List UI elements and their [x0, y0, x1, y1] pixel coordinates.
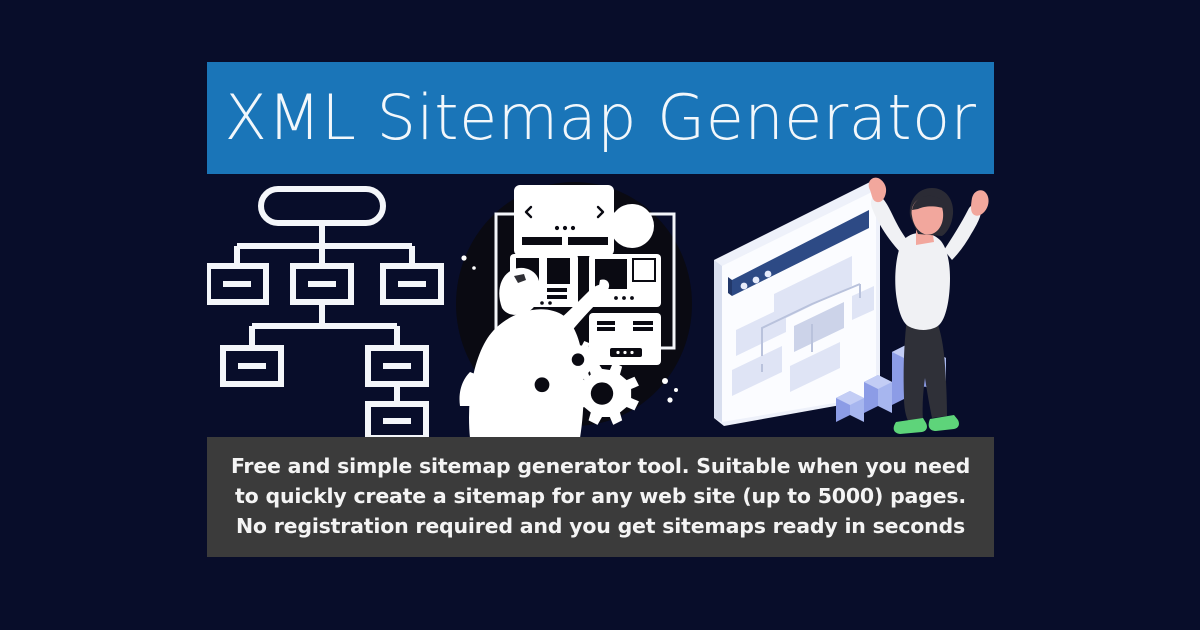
flowchart-node-e: [790, 342, 840, 392]
browser-dot-2: [752, 276, 760, 284]
tree-node-l4-1: [365, 401, 429, 438]
person-arm-right: [944, 203, 982, 260]
gear-icon-group: [461, 255, 678, 425]
gear-sparkle-3: [667, 397, 673, 403]
person-arm-left: [870, 195, 914, 254]
person-cheering: [868, 177, 989, 434]
gear-icon-left: [523, 364, 565, 407]
browser-dot-1: [740, 282, 748, 290]
person-trousers: [903, 316, 947, 422]
browser-flowchart: [732, 256, 874, 396]
tree-node-l2-1: [207, 263, 269, 305]
isometric-browser-with-celebrating-person: [704, 176, 994, 438]
person-fringe: [912, 195, 946, 210]
flowchart-node-d: [732, 346, 782, 396]
tree-root-node: [258, 186, 386, 226]
description-panel: Free and simple sitemap generator tool. …: [207, 437, 994, 557]
wireframe-card-top: [514, 185, 614, 256]
person-shoe-right: [928, 415, 959, 431]
person-hand-left: [868, 177, 887, 203]
wireframe-avatar-circle: [610, 204, 654, 248]
bar-3-side: [892, 345, 906, 405]
gear-sparkle-5: [472, 266, 476, 270]
flowchart-node-b: [794, 302, 844, 352]
wireframe-card-bottom: [589, 313, 661, 365]
tree-node-l3-1: [220, 345, 284, 387]
flowchart-node-c: [852, 286, 874, 320]
person-shirt: [895, 232, 950, 330]
sitemap-tree-diagram: [207, 176, 452, 438]
browser-dot-3: [764, 270, 772, 278]
tree-node-l2-3: [380, 263, 444, 305]
flowchart-node-root: [774, 256, 852, 324]
gear-icon-large: [571, 362, 639, 425]
gear-sparkle-4: [461, 255, 467, 261]
person-reviewing-wireframes: [452, 176, 704, 438]
gear-sparkle-2: [674, 388, 678, 392]
page-title: XML Sitemap Generator: [224, 81, 977, 154]
gear-icon-small-top: [560, 340, 600, 380]
person-shoe-left: [893, 418, 927, 434]
person-figure: [459, 267, 610, 438]
description-text: Free and simple sitemap generator tool. …: [230, 454, 971, 538]
illustration-strip: [207, 176, 994, 438]
title-banner: XML Sitemap Generator: [207, 62, 994, 174]
person-hand-right: [971, 190, 989, 216]
gear-sparkle-1: [662, 378, 668, 384]
